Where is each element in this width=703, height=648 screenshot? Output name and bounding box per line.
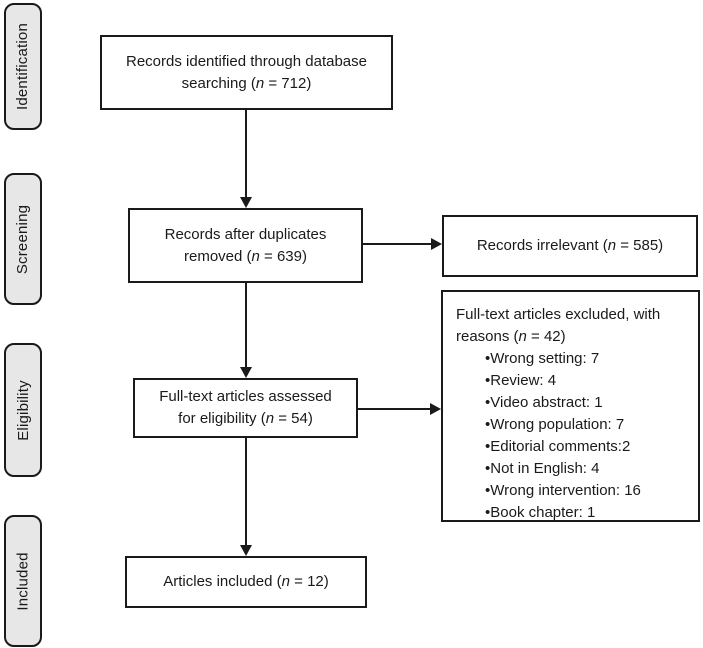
box-fulltext-excluded-title: Full-text articles excluded, with reason… xyxy=(456,306,661,345)
box-records-identified: Records identified through database sear… xyxy=(100,35,393,110)
exclusion-reason-item: •Review: 4 xyxy=(485,372,557,389)
arrowhead-right-icon xyxy=(431,238,442,250)
exclusion-reason-item: •Editorial comments:2 xyxy=(485,438,631,455)
box-records-after-duplicates-text: Records after duplicates removed (n = 63… xyxy=(164,225,327,265)
box-records-irrelevant-text: Records irrelevant (n = 585) xyxy=(476,237,664,254)
box-fulltext-assessed: Full-text articles assessed for eligibil… xyxy=(133,378,358,438)
exclusion-reason-item: •Book chapter: 1 xyxy=(485,504,596,521)
box-records-irrelevant: Records irrelevant (n = 585) xyxy=(442,215,698,277)
stage-label-identification-text: Identification xyxy=(14,22,32,111)
arrowhead-down-icon xyxy=(240,545,252,556)
stage-label-included: Included xyxy=(4,515,42,647)
exclusion-reason-item: •Wrong setting: 7 xyxy=(485,350,600,367)
stage-label-screening-text: Screening xyxy=(14,204,32,274)
box-articles-included-text: Articles included (n = 12) xyxy=(163,573,329,590)
box-fulltext-excluded: Full-text articles excluded, with reason… xyxy=(441,290,700,522)
arrow-identified-to-duplicates xyxy=(245,110,247,198)
stage-label-included-text: Included xyxy=(14,551,32,611)
arrow-fulltext-to-included xyxy=(245,438,247,546)
arrowhead-right-icon xyxy=(430,403,441,415)
box-records-after-duplicates: Records after duplicates removed (n = 63… xyxy=(128,208,363,283)
stage-label-eligibility-text: Eligibility xyxy=(14,379,32,441)
stage-label-screening: Screening xyxy=(4,173,42,305)
stage-label-identification: Identification xyxy=(4,3,42,130)
box-records-identified-text: Records identified through database sear… xyxy=(126,52,367,92)
exclusion-reason-item: •Not in English: 4 xyxy=(485,460,600,477)
exclusion-reason-item: •Wrong intervention: 16 xyxy=(485,482,641,499)
exclusion-reason-item: •Wrong population: 7 xyxy=(485,416,625,433)
arrowhead-down-icon xyxy=(240,367,252,378)
box-articles-included: Articles included (n = 12) xyxy=(125,556,367,608)
arrow-duplicates-to-irrelevant xyxy=(363,243,432,245)
arrow-duplicates-to-fulltext xyxy=(245,283,247,368)
arrow-fulltext-to-excluded xyxy=(358,408,431,410)
stage-label-eligibility: Eligibility xyxy=(4,343,42,477)
box-fulltext-assessed-text: Full-text articles assessed for eligibil… xyxy=(159,388,332,427)
exclusion-reason-list: •Wrong setting: 7 •Review: 4 •Video abst… xyxy=(485,348,692,524)
arrowhead-down-icon xyxy=(240,197,252,208)
exclusion-reason-item: •Video abstract: 1 xyxy=(485,394,603,411)
